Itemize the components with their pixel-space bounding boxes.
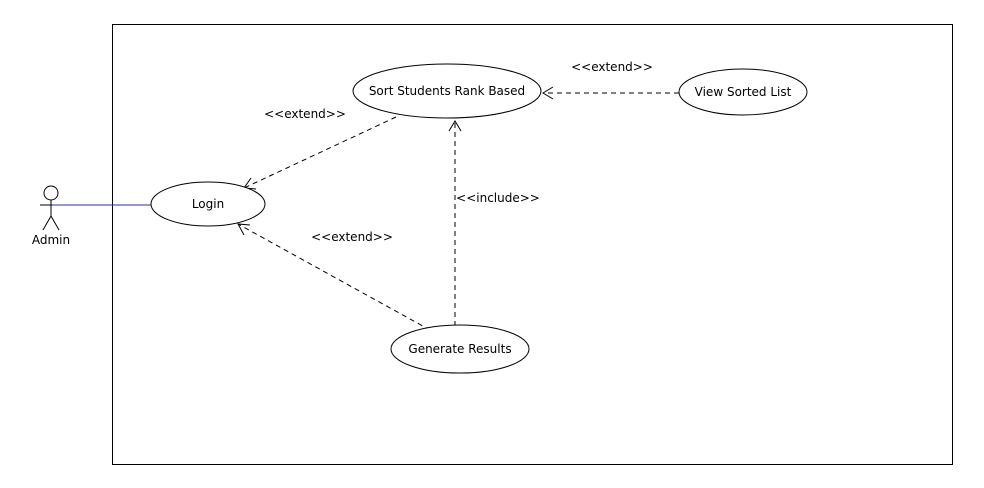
- use-case-ellipse: [390, 324, 530, 374]
- use-case-label: View Sorted List: [695, 85, 792, 99]
- relation-label: <<include>>: [456, 191, 540, 205]
- use-case-ellipse: [352, 63, 542, 119]
- actor-head: [43, 185, 59, 201]
- use-case-sort-students[interactable]: Sort Students Rank Based: [352, 63, 542, 119]
- use-case-login[interactable]: Login: [150, 181, 266, 227]
- actor-label: Admin: [32, 233, 70, 247]
- use-case-ellipse: [150, 181, 266, 227]
- arrowhead-open: [448, 120, 462, 132]
- relation-view-extends-sort[interactable]: <<extend>>: [542, 60, 679, 100]
- relation-sort-extends-login[interactable]: <<extend>>: [243, 107, 397, 190]
- relation-generate-extends-login[interactable]: <<extend>>: [237, 223, 431, 331]
- relation-line: [243, 116, 397, 189]
- actor-right-leg: [50, 215, 60, 231]
- use-case-generate-results[interactable]: Generate Results: [390, 324, 530, 374]
- use-case-label: Sort Students Rank Based: [369, 84, 525, 98]
- relation-generate-includes-sort[interactable]: <<include>>: [448, 120, 540, 326]
- relation-label: <<extend>>: [571, 60, 653, 74]
- arrowhead-open: [542, 86, 554, 100]
- relation-label: <<extend>>: [311, 230, 393, 244]
- actor-admin[interactable]: Admin: [32, 185, 70, 247]
- use-case-view-sorted-list[interactable]: View Sorted List: [678, 68, 808, 116]
- actor-left-leg: [42, 215, 52, 231]
- system-boundary: [112, 24, 953, 465]
- relation-line: [237, 223, 431, 331]
- use-case-label: Generate Results: [408, 342, 511, 356]
- arrowhead-open: [237, 223, 251, 236]
- use-case-label: Login: [192, 197, 224, 211]
- use-case-ellipse: [678, 68, 808, 116]
- relation-label: <<extend>>: [264, 107, 346, 121]
